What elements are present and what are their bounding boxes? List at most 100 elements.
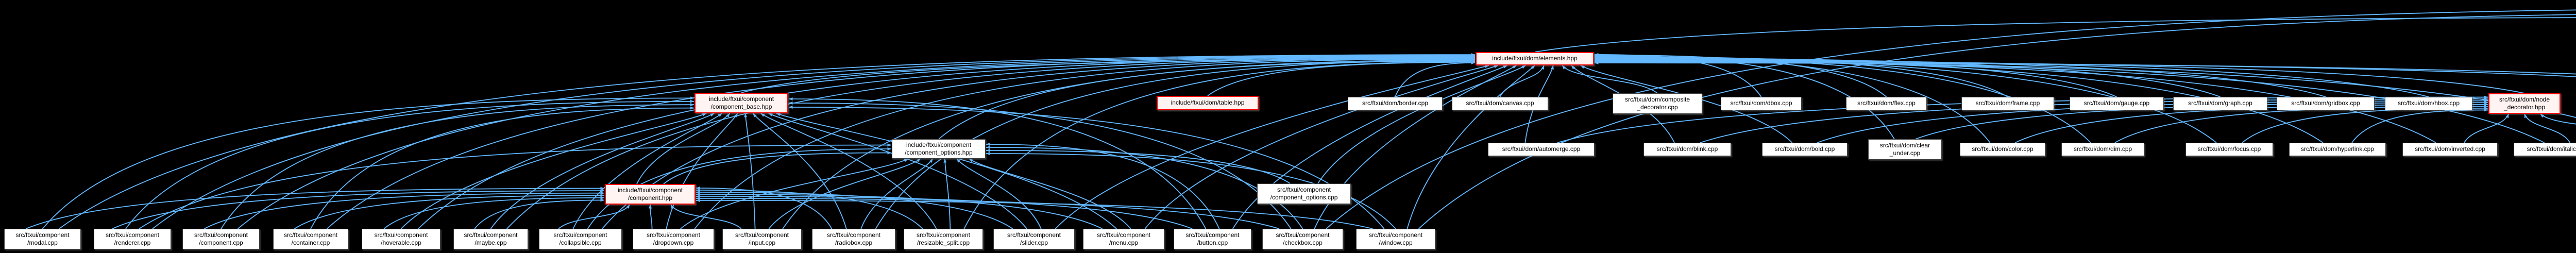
graph-node-maybe[interactable]: src/ftxui/component/maybe.cpp — [453, 229, 528, 249]
graph-node-label: src/ftxui/dom/inverted.cpp — [2415, 145, 2485, 153]
graph-node-options_cpp[interactable]: src/ftxui/component/component_options.cp… — [1257, 183, 1351, 204]
graph-node-inverted[interactable]: src/ftxui/dom/inverted.cpp — [2402, 143, 2498, 156]
graph-node-base[interactable]: include/ftxui/component/component_base.h… — [694, 93, 788, 113]
graph-node-label: /checkbox.cpp — [1283, 239, 1323, 246]
dependency-edge — [782, 58, 1476, 229]
dependency-edge — [221, 103, 694, 229]
graph-node-label: src/ftxui/component — [464, 231, 518, 239]
graph-node-label: src/ftxui/component — [826, 231, 881, 239]
graph-node-label: _under.cpp — [1889, 149, 1921, 157]
graph-node-label: /dropdown.cpp — [653, 239, 694, 246]
dependency-edge — [1499, 65, 1545, 97]
graph-node-label: /maybe.cpp — [474, 239, 507, 246]
graph-node-label: src/ftxui/component — [1185, 231, 1240, 239]
graph-node-label: src/ftxui/dom/focus.cpp — [2197, 145, 2261, 153]
graph-node-checkbox[interactable]: src/ftxui/component/checkbox.cpp — [1262, 229, 1343, 249]
graph-node-blink[interactable]: src/ftxui/dom/blink.cpp — [1643, 143, 1731, 156]
dependency-edge — [506, 56, 1476, 229]
graph-node-graph[interactable]: src/ftxui/dom/graph.cpp — [2173, 97, 2267, 110]
graph-node-frame[interactable]: src/ftxui/dom/frame.cpp — [1961, 97, 2054, 110]
graph-node-dim[interactable]: src/ftxui/dom/dim.cpp — [2061, 143, 2144, 156]
graph-node-hbox[interactable]: src/ftxui/dom/hbox.cpp — [2385, 97, 2472, 110]
graph-node-label: /component.cpp — [199, 239, 243, 246]
dependency-edge — [1406, 65, 1535, 229]
dependency-edge — [602, 56, 1476, 229]
graph-node-automerge[interactable]: src/ftxui/dom/automerge.cpp — [1488, 143, 1595, 156]
graph-node-input[interactable]: src/ftxui/component/input.cpp — [722, 229, 802, 249]
graph-node-label: src/ftxui/dom/flex.cpp — [1857, 99, 1916, 107]
dependency-edge — [694, 57, 1476, 229]
graph-node-flex[interactable]: src/ftxui/dom/flex.cpp — [1846, 97, 1927, 110]
dependency-edge — [310, 106, 694, 229]
dependency-edge — [125, 99, 694, 229]
graph-node-elements[interactable]: include/ftxui/dom/elements.hpp — [1476, 52, 1594, 65]
dependency-edge — [572, 113, 722, 229]
graph-node-label: src/ftxui/dom/blink.cpp — [1656, 145, 1718, 153]
graph-node-label: /container.cpp — [291, 239, 330, 246]
graph-node-bold[interactable]: src/ftxui/dom/bold.cpp — [1762, 143, 1848, 156]
graph-node-gauge[interactable]: src/ftxui/dom/gauge.cpp — [2070, 97, 2164, 110]
graph-node-table[interactable]: include/ftxui/dom/table.hpp — [1157, 96, 1259, 110]
dependency-edge — [860, 158, 933, 229]
graph-node-label: src/ftxui/component — [646, 231, 701, 239]
dependency-edge — [2540, 113, 2576, 125]
dependency-edge — [294, 194, 605, 229]
graph-node-hoverable[interactable]: src/ftxui/component/hoverable.cpp — [362, 229, 440, 249]
graph-node-options_hpp[interactable]: include/ftxui/component/component_option… — [892, 139, 986, 159]
dependency-edge — [696, 195, 1193, 229]
graph-node-hyperlink[interactable]: src/ftxui/dom/hyperlink.cpp — [2289, 143, 2386, 156]
graph-node-label: /component_base.hpp — [710, 103, 772, 110]
graph-node-label: src/ftxui/component — [735, 231, 789, 239]
graph-node-italic[interactable]: src/ftxui/dom/italic.cpp — [2514, 143, 2576, 156]
graph-node-component[interactable]: src/ftxui/component/component.cpp — [182, 229, 260, 249]
graph-node-slider[interactable]: src/ftxui/component/slider.cpp — [993, 229, 1075, 249]
dependency-edge — [956, 158, 1042, 229]
dependency-edge — [1594, 54, 1991, 143]
graph-node-label: /component_options.cpp — [1270, 194, 1338, 201]
graph-node-menu[interactable]: src/ftxui/component/menu.cpp — [1083, 229, 1164, 249]
graph-node-gridbox[interactable]: src/ftxui/dom/gridbox.cpp — [2277, 97, 2375, 110]
dependency-edge — [986, 143, 1220, 229]
graph-node-label: src/ftxui/dom/canvas.cpp — [1466, 99, 1534, 107]
graph-node-label: /hoverable.cpp — [381, 239, 421, 246]
graph-node-radiobox[interactable]: src/ftxui/component/radiobox.cpp — [812, 229, 895, 249]
graph-node-label: include/ftxui/component — [906, 141, 972, 148]
dependency-edge — [788, 102, 1292, 229]
graph-node-label: include/ftxui/component — [617, 186, 683, 194]
graph-node-compdec[interactable]: src/ftxui/dom/composite_decorator.cpp — [1613, 93, 1702, 114]
graph-node-dbox[interactable]: src/ftxui/dom/dbox.cpp — [1721, 97, 1802, 110]
graph-node-label: /renderer.cpp — [114, 239, 151, 246]
graph-node-collapsible[interactable]: src/ftxui/component/collapsible.cpp — [539, 229, 622, 249]
dependency-edge — [696, 189, 923, 229]
graph-node-modal[interactable]: src/ftxui/component/modal.cpp — [4, 229, 81, 249]
graph-node-comp_hpp[interactable]: include/ftxui/component/component.hpp — [605, 184, 696, 205]
graph-node-window[interactable]: src/ftxui/component/window.cpp — [1356, 229, 1435, 249]
graph-node-label: src/ftxui/dom/hyperlink.cpp — [2300, 145, 2375, 153]
graph-node-border[interactable]: src/ftxui/dom/border.cpp — [1348, 97, 1443, 110]
dependency-edge — [418, 55, 1476, 229]
graph-node-color[interactable]: src/ftxui/dom/color.cpp — [1960, 143, 2045, 156]
dependency-edge — [112, 189, 605, 229]
graph-node-label: /component.hpp — [628, 194, 673, 201]
graph-node-label: src/ftxui/component — [105, 231, 160, 239]
graph-node-button[interactable]: src/ftxui/component/button.cpp — [1174, 229, 1251, 249]
graph-node-label: src/ftxui/dom/hbox.cpp — [2397, 99, 2460, 107]
graph-node-label: include/ftxui/dom/table.hpp — [1171, 99, 1245, 107]
graph-node-focus[interactable]: src/ftxui/dom/focus.cpp — [2185, 143, 2273, 156]
graph-node-nodedec[interactable]: src/ftxui/dom/node_decorator.hpp — [2488, 93, 2561, 114]
graph-node-clear[interactable]: src/ftxui/dom/clear_under.cpp — [1868, 139, 1942, 160]
graph-node-label: src/ftxui/dom/gauge.cpp — [2083, 99, 2150, 107]
dependency-edge — [760, 113, 937, 229]
dependency-edge — [59, 53, 1476, 229]
graph-node-label: src/ftxui/component — [283, 231, 338, 239]
dependency-edge — [1562, 65, 1658, 94]
dependency-edge — [152, 54, 1476, 229]
graph-node-label: src/ftxui/dom/border.cpp — [1362, 99, 1429, 107]
graph-node-resizable[interactable]: src/ftxui/component/resizable_split.cpp — [904, 229, 983, 249]
graph-node-dropdown[interactable]: src/ftxui/component/dropdown.cpp — [633, 229, 714, 249]
graph-node-container[interactable]: src/ftxui/component/container.cpp — [273, 229, 348, 249]
dependency-edge — [1594, 59, 2436, 143]
graph-node-canvas[interactable]: src/ftxui/dom/canvas.cpp — [1452, 97, 1548, 110]
graph-node-renderer[interactable]: src/ftxui/component/renderer.cpp — [94, 229, 171, 249]
